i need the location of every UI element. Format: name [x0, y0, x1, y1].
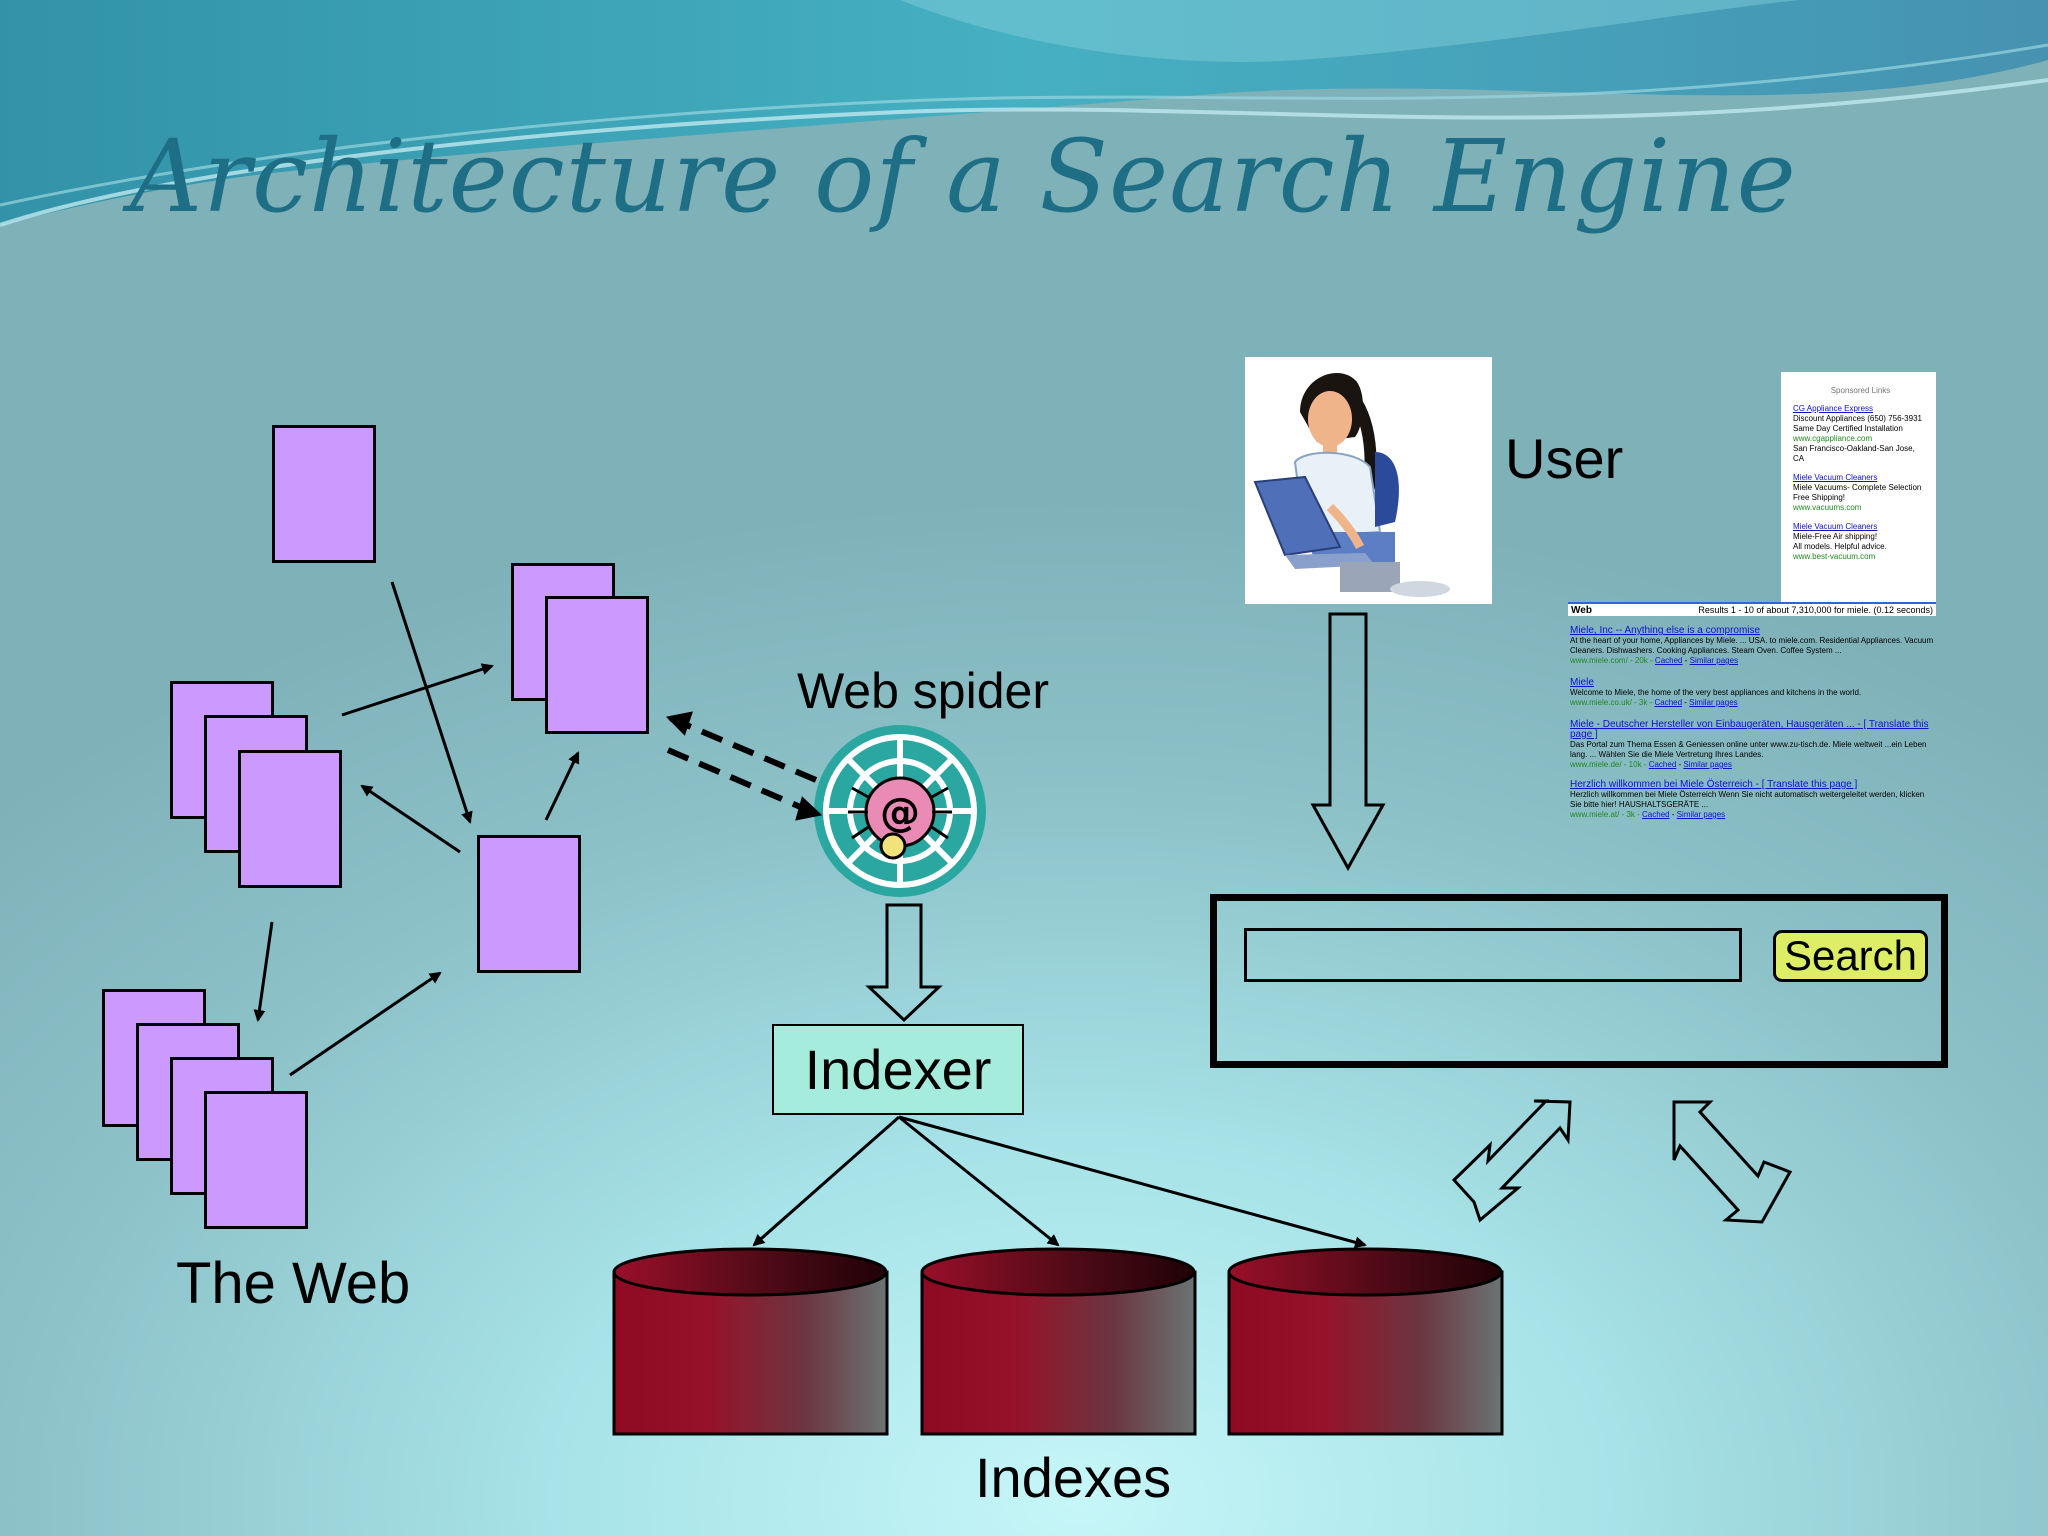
- results-header-bar: Web Results 1 - 10 of about 7,310,000 fo…: [1568, 602, 1936, 616]
- web-page: [238, 750, 342, 888]
- ad-item: Miele Vacuum Cleaners Miele-Free Air shi…: [1793, 522, 1928, 562]
- indexer-box: Indexer: [772, 1024, 1024, 1115]
- result-item: Herzlich willkommen bei Miele Österreich…: [1570, 780, 1936, 820]
- search-input[interactable]: [1244, 928, 1742, 982]
- sponsored-header: Sponsored Links: [1830, 386, 1891, 395]
- index-cylinder: [612, 1247, 889, 1436]
- ad-title[interactable]: Miele Vacuum Cleaners: [1793, 522, 1878, 531]
- similar-pages-link[interactable]: Similar pages: [1676, 810, 1726, 819]
- ad-url: www.vacuums.com: [1793, 503, 1862, 512]
- the-web-label: The Web: [176, 1251, 411, 1316]
- result-snippet: Das Portal zum Thema Essen & Geniessen o…: [1570, 740, 1927, 759]
- result-snippet: Welcome to Miele, the home of the very b…: [1570, 688, 1862, 697]
- search-interface-box: [1210, 894, 1948, 1068]
- ad-url: www.cgappliance.com: [1793, 434, 1873, 443]
- similar-pages-link[interactable]: Similar pages: [1689, 698, 1738, 707]
- ad-line: San Francisco-Oakland-San Jose, CA: [1793, 444, 1915, 463]
- ad-line: All models. Helpful advice.: [1793, 542, 1887, 551]
- cached-link[interactable]: Cached: [1648, 760, 1677, 769]
- cached-link[interactable]: Cached: [1654, 698, 1683, 707]
- result-snippet: Herzlich willkommen bei Miele Österreich…: [1570, 790, 1925, 809]
- index-cylinder: [920, 1247, 1197, 1436]
- web-page: [477, 835, 581, 973]
- slide-title: Architecture of a Search Engine: [130, 118, 1797, 235]
- ad-line: Same Day Certified Installation: [1793, 424, 1903, 433]
- result-title[interactable]: Miele, Inc -- Anything else is a comprom…: [1570, 625, 1761, 636]
- cached-link[interactable]: Cached: [1642, 810, 1670, 819]
- ad-line: Miele-Free Air shipping!: [1793, 532, 1878, 541]
- ad-item: Miele Vacuum Cleaners Miele Vacuums- Com…: [1793, 473, 1928, 513]
- result-item: Miele - Deutscher Hersteller von Einbaug…: [1570, 720, 1936, 770]
- result-title[interactable]: Herzlich willkommen bei Miele Österreich…: [1570, 779, 1858, 790]
- search-results-page: Sponsored Links CG Appliance Express Dis…: [1568, 372, 1940, 824]
- web-spider-label: Web spider: [797, 663, 1049, 719]
- result-snippet: At the heart of your home, Appliances by…: [1570, 636, 1934, 655]
- user-at-laptop-icon: [1245, 357, 1492, 604]
- result-title[interactable]: Miele: [1570, 677, 1594, 688]
- web-tab-label[interactable]: Web: [1571, 605, 1592, 616]
- cached-link[interactable]: Cached: [1654, 656, 1683, 665]
- index-cylinder: [1227, 1247, 1504, 1436]
- similar-pages-link[interactable]: Similar pages: [1683, 760, 1732, 769]
- svg-text:@: @: [880, 790, 920, 836]
- ad-url: www.best-vacuum.com: [1793, 552, 1876, 561]
- result-item: Miele, Inc -- Anything else is a comprom…: [1570, 626, 1936, 666]
- result-item: Miele Welcome to Miele, the home of the …: [1570, 678, 1936, 708]
- ad-item: CG Appliance Express Discount Appliances…: [1793, 404, 1928, 464]
- results-count: Results 1 - 10 of about 7,310,000 for mi…: [1698, 605, 1933, 615]
- web-page: [204, 1091, 308, 1229]
- search-button[interactable]: Search: [1773, 930, 1928, 982]
- ad-line: Free Shipping!: [1793, 493, 1846, 502]
- ad-line: Discount Appliances (650) 756-3931: [1793, 414, 1922, 423]
- ad-line: Miele Vacuums- Complete Selection: [1793, 483, 1922, 492]
- result-title[interactable]: Miele - Deutscher Hersteller von Einbaug…: [1570, 719, 1929, 740]
- user-label: User: [1505, 427, 1624, 490]
- similar-pages-link[interactable]: Similar pages: [1689, 656, 1739, 665]
- ad-title[interactable]: Miele Vacuum Cleaners: [1793, 473, 1878, 482]
- result-url: www.miele.at/ - 3k -: [1570, 810, 1640, 819]
- sponsored-links-panel: Sponsored Links CG Appliance Express Dis…: [1781, 372, 1936, 602]
- result-url: www.miele.co.uk/ - 3k -: [1570, 698, 1653, 707]
- header-wave-decoration: [0, 0, 2048, 227]
- web-page: [545, 596, 649, 734]
- indexes-label: Indexes: [975, 1446, 1172, 1509]
- ad-title[interactable]: CG Appliance Express: [1793, 404, 1874, 413]
- result-url: www.miele.com/ - 20k -: [1570, 656, 1653, 665]
- result-url: www.miele.de/ - 10k -: [1570, 760, 1647, 769]
- web-page: [272, 425, 376, 563]
